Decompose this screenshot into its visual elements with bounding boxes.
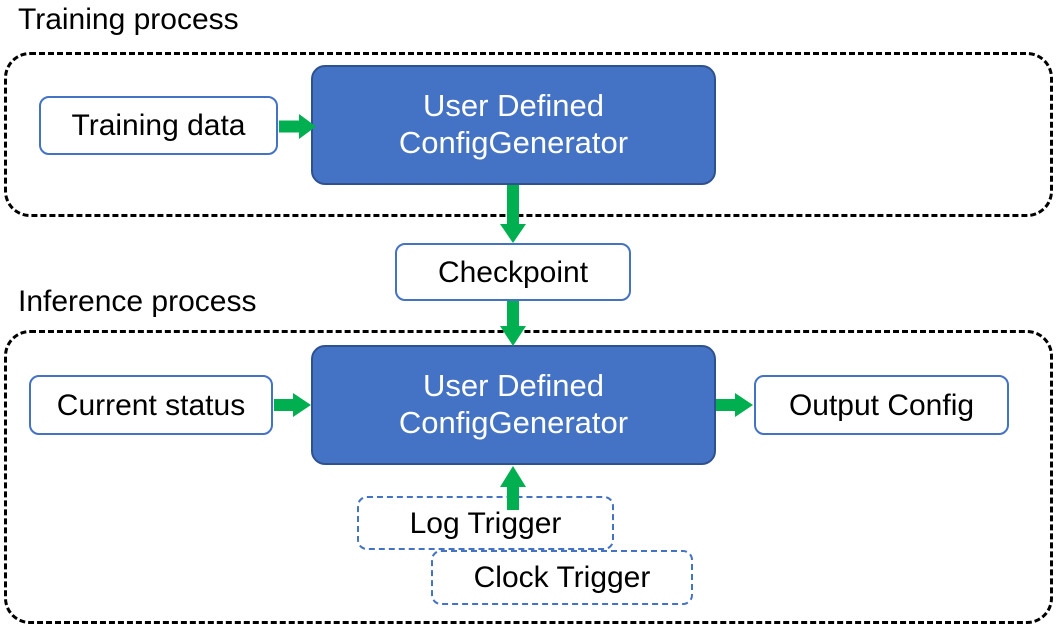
training-config-generator-label-line2: ConfigGenerator bbox=[398, 125, 629, 160]
checkpoint-label: Checkpoint bbox=[437, 255, 589, 289]
clock-trigger-label: Clock Trigger bbox=[473, 561, 651, 594]
training-config-generator-node[interactable]: User Defined ConfigGenerator bbox=[311, 65, 716, 185]
training-data-label: Training data bbox=[71, 109, 246, 142]
checkpoint-node[interactable]: Checkpoint bbox=[395, 243, 631, 301]
current-status-label: Current status bbox=[56, 388, 246, 422]
training-process-title: Training process bbox=[18, 3, 239, 36]
output-config-label: Output Config bbox=[788, 388, 975, 422]
training-process-group bbox=[4, 52, 1053, 217]
training-data-node[interactable]: Training data bbox=[39, 96, 278, 155]
log-trigger-node[interactable]: Log Trigger bbox=[357, 496, 614, 550]
inference-config-generator-node[interactable]: User Defined ConfigGenerator bbox=[311, 345, 716, 465]
output-config-node[interactable]: Output Config bbox=[754, 375, 1009, 435]
inference-process-title: Inference process bbox=[18, 285, 257, 318]
inference-config-generator-label-line2: ConfigGenerator bbox=[398, 405, 629, 440]
log-trigger-label: Log Trigger bbox=[409, 506, 562, 540]
current-status-node[interactable]: Current status bbox=[29, 375, 273, 435]
training-config-generator-label-line1: User Defined bbox=[423, 88, 604, 124]
inference-config-generator-label-line1: User Defined bbox=[423, 368, 604, 404]
clock-trigger-node[interactable]: Clock Trigger bbox=[431, 550, 693, 605]
inference-process-group bbox=[4, 330, 1053, 624]
